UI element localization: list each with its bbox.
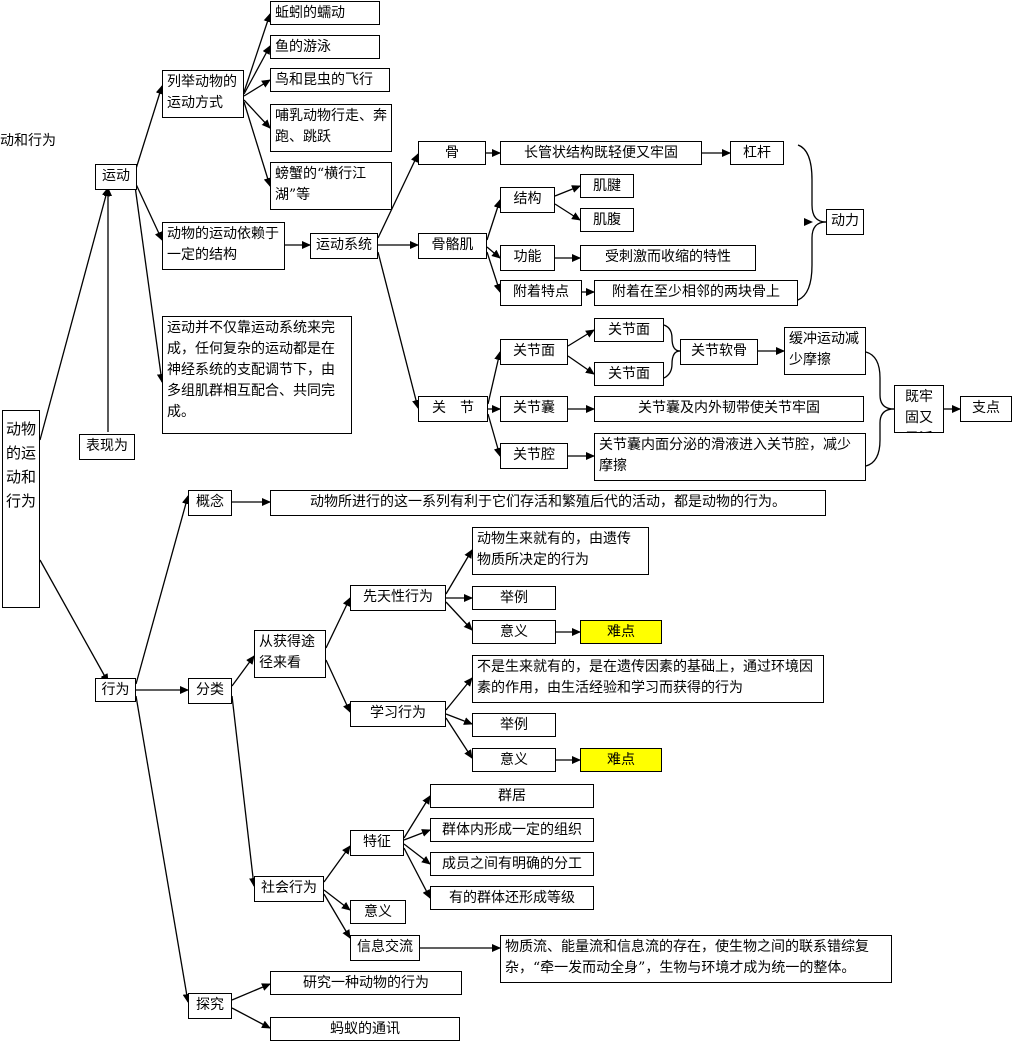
node-power[interactable]: 动力 [826, 209, 864, 235]
bone-desc[interactable]: 长管状结构既轻便又牢固 [500, 141, 702, 165]
muscle-function-desc[interactable]: 受刺激而收缩的特性 [580, 245, 756, 271]
node-depends[interactable]: 动物的运动依赖于一定的结构 [162, 222, 285, 270]
feature-item-2[interactable]: 群体内形成一定的组织 [430, 818, 594, 842]
bone-role[interactable]: 杠杆 [730, 141, 784, 165]
way-item-4[interactable]: 哺乳动物行走、奔跑、跳跃 [270, 104, 392, 152]
node-learned[interactable]: 学习行为 [350, 701, 446, 727]
node-bone[interactable]: 骨 [418, 141, 486, 165]
feature-item-4[interactable]: 有的群体还形成等级 [430, 886, 594, 910]
node-classify[interactable]: 分类 [188, 678, 232, 704]
node-list-ways[interactable]: 列举动物的运动方式 [162, 70, 244, 118]
node-joint[interactable]: 关 节 [418, 396, 488, 422]
cutoff-title: 动和行为 [0, 133, 56, 149]
joint-fulcrum[interactable]: 支点 [960, 396, 1012, 422]
muscle-tendon[interactable]: 肌腱 [580, 174, 634, 198]
node-motion-system[interactable]: 运动系统 [310, 233, 378, 259]
social-info-desc[interactable]: 物质流、能量流和信息流的存在，使生物之间的联系错综复杂，“牵一发而动全身”，生物… [500, 935, 892, 983]
innate-difficulty-badge[interactable]: 难点 [580, 620, 662, 644]
muscle-belly[interactable]: 肌腹 [580, 208, 634, 232]
feature-item-1[interactable]: 群居 [430, 784, 594, 808]
muscle-attach[interactable]: 附着特点 [500, 280, 582, 306]
joint-cushion[interactable]: 缓冲运动减少摩擦 [784, 327, 866, 375]
joint-cavity-desc[interactable]: 关节囊内面分泌的滑液进入关节腔，减少摩擦 [594, 433, 866, 481]
node-behavior[interactable]: 行为 [95, 678, 136, 702]
muscle-function[interactable]: 功能 [500, 245, 555, 271]
joint-surface-2[interactable]: 关节面 [594, 362, 664, 386]
way-item-2[interactable]: 鱼的游泳 [270, 35, 380, 59]
way-item-5[interactable]: 螃蟹的“横行江湖”等 [270, 162, 392, 210]
concept-desc[interactable]: 动物所进行的这一系列有利于它们存活和繁殖后代的活动，都是动物的行为。 [270, 490, 826, 516]
node-nervous[interactable]: 运动并不仅靠运动系统来完成，任何复杂的运动都是在神经系统的支配调节下，由多组肌群… [162, 316, 352, 434]
social-info[interactable]: 信息交流 [350, 935, 420, 961]
muscle-attach-desc[interactable]: 附着在至少相邻的两块骨上 [594, 280, 798, 306]
node-motion[interactable]: 运动 [95, 164, 137, 190]
joint-surface-1[interactable]: 关节面 [594, 318, 664, 342]
joint-capsule-desc[interactable]: 关节囊及内外韧带使关节牢固 [594, 396, 864, 422]
node-manifest[interactable]: 表现为 [79, 434, 135, 460]
innate-meaning[interactable]: 意义 [472, 620, 556, 644]
learned-example[interactable]: 举例 [472, 713, 556, 737]
node-innate[interactable]: 先天性行为 [350, 585, 446, 611]
social-feature[interactable]: 特征 [350, 830, 404, 856]
node-muscle[interactable]: 骨骼肌 [418, 233, 487, 259]
social-meaning[interactable]: 意义 [350, 900, 406, 924]
learned-difficulty-badge[interactable]: 难点 [580, 748, 662, 772]
learned-desc[interactable]: 不是生来就有的，是在遗传因素的基础上，通过环境因素的作用，由生活经验和学习而获得… [472, 655, 824, 703]
innate-example[interactable]: 举例 [472, 586, 556, 610]
muscle-structure[interactable]: 结构 [500, 187, 555, 213]
explore-item-2[interactable]: 蚂蚁的通讯 [270, 1017, 460, 1041]
joint-capsule[interactable]: 关节囊 [500, 396, 568, 422]
joint-cavity[interactable]: 关节腔 [500, 443, 568, 469]
node-social[interactable]: 社会行为 [254, 876, 324, 902]
node-explore[interactable]: 探究 [188, 993, 232, 1019]
node-by-origin[interactable]: 从获得途径来看 [254, 630, 326, 678]
explore-item-1[interactable]: 研究一种动物的行为 [270, 971, 462, 995]
joint-cartilage[interactable]: 关节软骨 [680, 339, 758, 365]
root-node[interactable]: 动物的运动和行为 [2, 410, 40, 608]
joint-surface[interactable]: 关节面 [500, 339, 568, 365]
learned-meaning[interactable]: 意义 [472, 748, 556, 772]
node-concept[interactable]: 概念 [188, 490, 232, 516]
way-item-1[interactable]: 蚯蚓的蠕动 [270, 1, 380, 25]
innate-desc[interactable]: 动物生来就有的，由遗传物质所决定的行为 [472, 527, 649, 575]
feature-item-3[interactable]: 成员之间有明确的分工 [430, 852, 594, 876]
joint-firm[interactable]: 既牢固又灵活 [894, 385, 944, 433]
way-item-3[interactable]: 鸟和昆虫的飞行 [270, 68, 390, 92]
